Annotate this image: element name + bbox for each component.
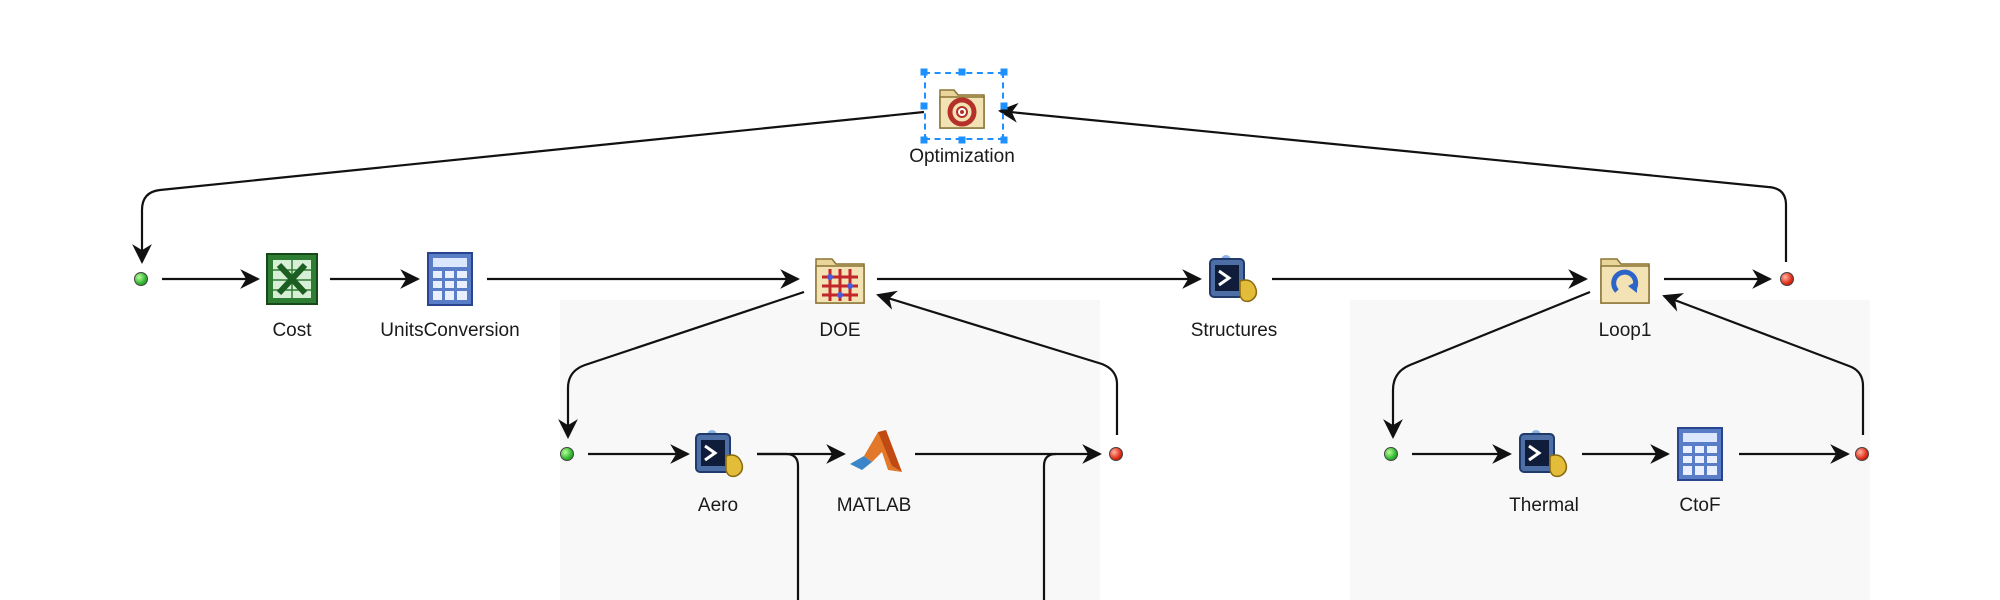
calculator-icon	[1677, 427, 1723, 481]
structures-label: Structures	[1190, 320, 1278, 341]
structures-node[interactable]	[1206, 251, 1262, 307]
doe-label: DOE	[819, 320, 861, 341]
loop1-sub-start-port[interactable]	[1384, 447, 1398, 461]
connector-optimization-to-start	[132, 110, 925, 264]
doe-sub-end-port[interactable]	[1109, 447, 1123, 461]
doe-folder-icon	[815, 258, 865, 304]
optimization-node[interactable]	[934, 78, 990, 134]
excel-icon	[266, 253, 318, 305]
script-component-icon	[1519, 430, 1568, 478]
matlab-label: MATLAB	[836, 495, 912, 516]
ctof-label: CtoF	[1679, 495, 1721, 516]
calculator-icon	[427, 252, 473, 306]
ctof-node[interactable]	[1672, 426, 1728, 482]
units-conversion-node[interactable]	[422, 251, 478, 307]
thermal-label: Thermal	[1509, 495, 1579, 516]
selection-handle[interactable]	[920, 136, 928, 144]
units-conversion-label: UnitsConversion	[380, 320, 520, 341]
connector-loop1-to-sub-start	[1383, 290, 1591, 439]
cost-label: Cost	[272, 320, 312, 341]
connector-end-to-optimization	[998, 102, 1788, 262]
loop1-sub-end-port[interactable]	[1855, 447, 1869, 461]
selection-handle[interactable]	[920, 102, 928, 110]
script-component-icon	[695, 430, 744, 478]
doe-node[interactable]	[812, 251, 868, 307]
selection-handle[interactable]	[958, 136, 966, 144]
loop-folder-icon	[1600, 258, 1650, 304]
optimization-label: Optimization	[909, 146, 1015, 167]
matlab-icon	[850, 430, 902, 472]
thermal-node[interactable]	[1516, 426, 1572, 482]
connector-down-from-aero	[757, 452, 800, 600]
connector-doe-to-sub-start	[558, 290, 805, 439]
loop1-label: Loop1	[1598, 320, 1652, 341]
script-component-icon	[1209, 255, 1258, 303]
loop1-node[interactable]	[1597, 251, 1653, 307]
aero-label: Aero	[697, 495, 739, 516]
connector-sub-end-to-loop1	[1662, 293, 1865, 435]
selection-handle[interactable]	[1000, 68, 1008, 76]
selection-handle[interactable]	[1000, 102, 1008, 110]
matlab-node[interactable]	[848, 426, 904, 482]
start-port[interactable]	[134, 272, 148, 286]
cost-node[interactable]	[264, 251, 320, 307]
selection-handle[interactable]	[920, 68, 928, 76]
loop1-subflow-panel	[1350, 300, 1870, 600]
aero-node[interactable]	[692, 426, 748, 482]
doe-sub-start-port[interactable]	[560, 447, 574, 461]
optimizer-folder-icon	[939, 89, 985, 129]
selection-handle[interactable]	[958, 68, 966, 76]
connector-down-to-sub-end	[1042, 452, 1057, 600]
selection-handle[interactable]	[1000, 136, 1008, 144]
end-port[interactable]	[1780, 272, 1794, 286]
connector-sub-end-to-doe	[876, 290, 1119, 435]
